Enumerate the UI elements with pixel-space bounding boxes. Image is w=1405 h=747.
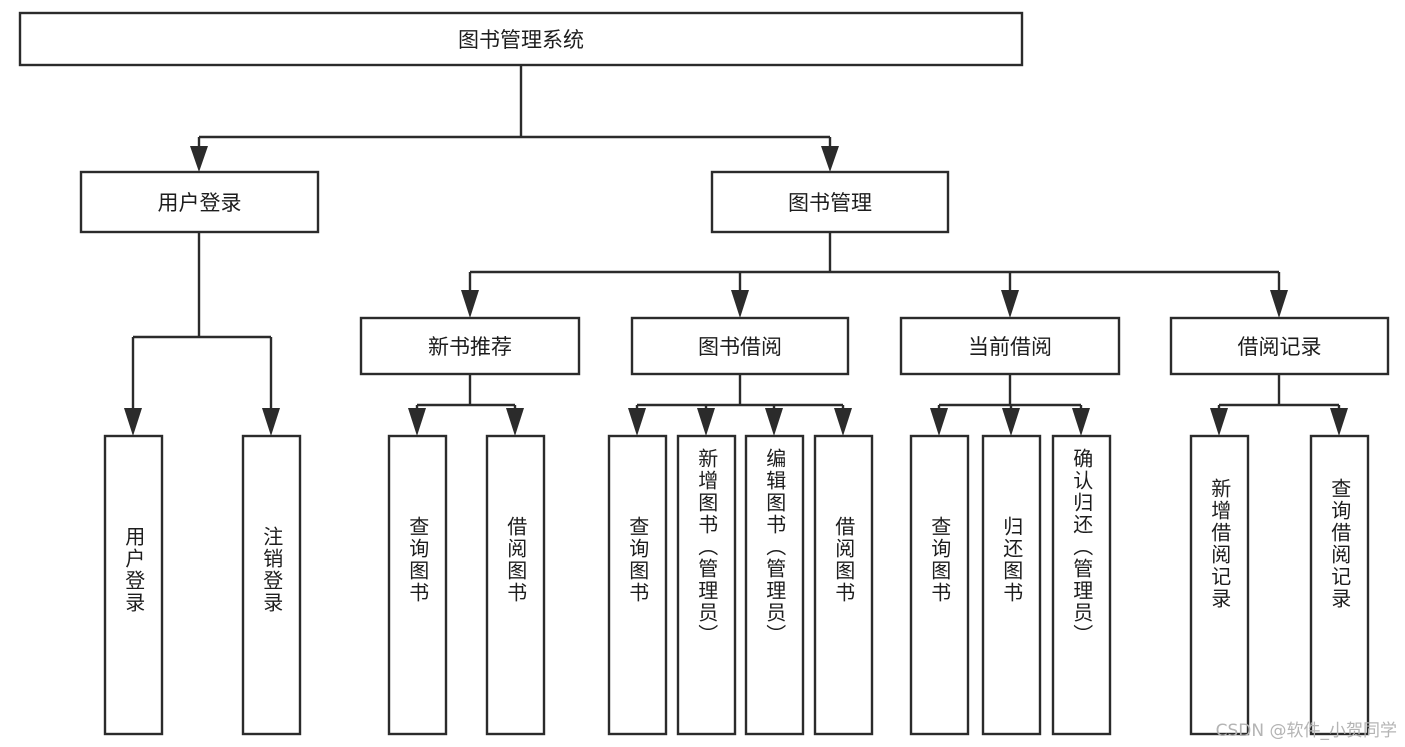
arrowhead-leaf-user-login bbox=[124, 408, 142, 436]
arrowhead-currentborrow-leaf-2 bbox=[1002, 408, 1020, 436]
arrowhead-bookborrow-leaf-4 bbox=[834, 408, 852, 436]
node-box-layer bbox=[18, 11, 1390, 736]
node-new-book-recommend[interactable] bbox=[359, 316, 581, 376]
arrowhead-bookborrow-leaf-3 bbox=[765, 408, 783, 436]
leaf-borrow-book[interactable] bbox=[813, 434, 874, 736]
arrowhead-currentborrow-leaf-1 bbox=[930, 408, 948, 436]
leaf-confirm-return-admin[interactable] bbox=[1051, 434, 1112, 736]
leaf-add-borrow-record[interactable] bbox=[1189, 434, 1250, 736]
arrowhead-user-login bbox=[190, 146, 208, 172]
arrowhead-borrowrecord-leaf-1 bbox=[1210, 408, 1228, 436]
arrowhead-currentborrow bbox=[1001, 290, 1019, 318]
arrowhead-borrowrecord-leaf-2 bbox=[1330, 408, 1348, 436]
arrowhead-newbook bbox=[461, 290, 479, 318]
node-root[interactable] bbox=[18, 11, 1024, 67]
arrowhead-newbook-leaf-2 bbox=[506, 408, 524, 436]
connector-layer bbox=[124, 65, 1348, 436]
node-user-login[interactable] bbox=[79, 170, 320, 234]
arrowhead-borrowrecord bbox=[1270, 290, 1288, 318]
arrowhead-currentborrow-leaf-3 bbox=[1072, 408, 1090, 436]
arrowhead-bookborrow bbox=[731, 290, 749, 318]
arrowhead-bookborrow-leaf-1 bbox=[628, 408, 646, 436]
node-borrow-record[interactable] bbox=[1169, 316, 1390, 376]
leaf-query-book-newbook[interactable] bbox=[387, 434, 448, 736]
leaf-query-book-borrow[interactable] bbox=[607, 434, 668, 736]
leaf-return-book[interactable] bbox=[981, 434, 1042, 736]
leaf-add-book-admin[interactable] bbox=[676, 434, 737, 736]
node-book-borrow[interactable] bbox=[630, 316, 850, 376]
arrowhead-leaf-logout bbox=[262, 408, 280, 436]
leaf-user-login[interactable] bbox=[103, 434, 164, 736]
arrowhead-newbook-leaf-1 bbox=[408, 408, 426, 436]
node-current-borrow[interactable] bbox=[899, 316, 1121, 376]
leaf-logout-login[interactable] bbox=[241, 434, 302, 736]
arrowhead-bookborrow-leaf-2 bbox=[697, 408, 715, 436]
arrowhead-book-mgmt bbox=[821, 146, 839, 172]
leaf-edit-book-admin[interactable] bbox=[744, 434, 805, 736]
leaf-query-book-current[interactable] bbox=[909, 434, 970, 736]
leaf-borrow-book-newbook[interactable] bbox=[485, 434, 546, 736]
node-book-management[interactable] bbox=[710, 170, 950, 234]
leaf-query-borrow-record[interactable] bbox=[1309, 434, 1370, 736]
